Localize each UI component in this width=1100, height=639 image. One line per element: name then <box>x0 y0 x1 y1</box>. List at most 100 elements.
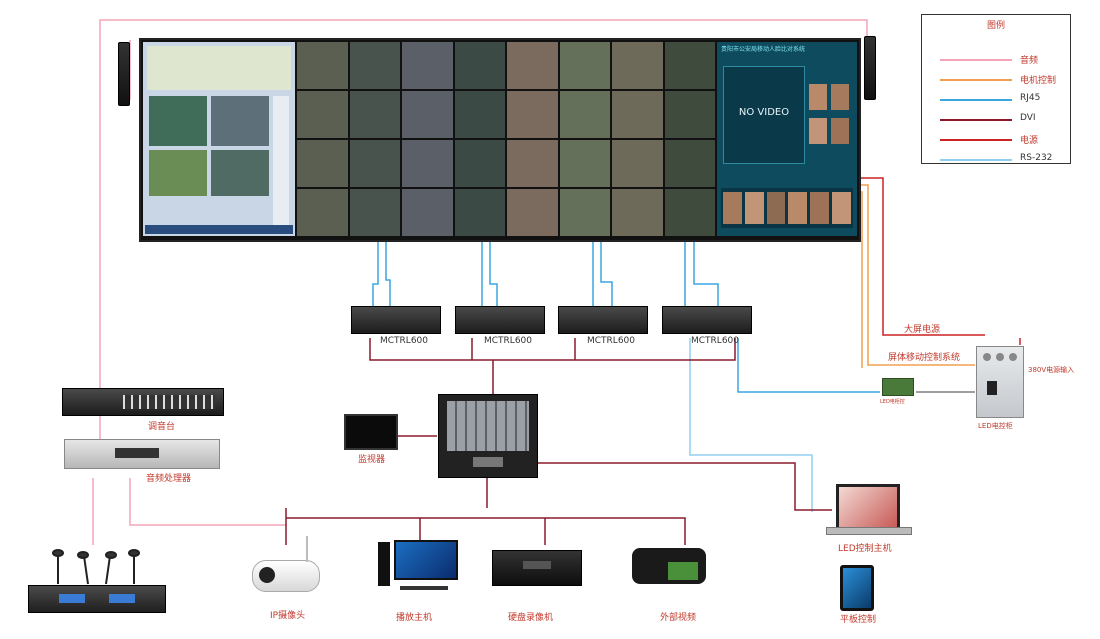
face-thumb <box>831 118 849 144</box>
rs232-line <box>689 338 813 512</box>
motor-control-lines <box>851 184 975 368</box>
audio-processor-label: 音频处理器 <box>146 474 192 484</box>
camera-feed-tile <box>454 91 505 138</box>
legend-row: RJ45 <box>940 93 1062 107</box>
matrix-switcher <box>438 394 538 478</box>
power-lines <box>858 177 1021 345</box>
rj45-lines <box>372 240 880 393</box>
face-recognition-panel: 贵阳市公安局移动人脸比对系统 NO VIDEO <box>717 42 857 236</box>
no-video-text: NO VIDEO <box>738 107 790 118</box>
legend-label: RS-232 <box>1020 153 1053 163</box>
power-line-label: 大屏电源 <box>904 325 941 335</box>
legend-label: 电源 <box>1020 136 1039 146</box>
motor-system-label: 屏体移动控制系统 <box>888 353 961 363</box>
legend-row: 音频 <box>940 53 1062 67</box>
wireless-microphone-receiver <box>28 585 166 613</box>
relay-board <box>882 378 914 396</box>
camera-feed-tile <box>297 189 348 236</box>
pc-tower <box>378 542 390 586</box>
camera-feed-tile <box>612 91 663 138</box>
legend-title: 图例 <box>986 21 1005 31</box>
camera-feed-tile <box>402 189 453 236</box>
camcorder <box>632 548 706 584</box>
camera-feed-tile <box>559 91 610 138</box>
camera-feed-tile <box>454 140 505 187</box>
camera-feed-tile <box>349 140 400 187</box>
camera-feed-tile <box>507 42 558 89</box>
legend-label: 电机控制 <box>1020 76 1057 86</box>
dvi-lines <box>285 338 832 545</box>
camera-feed-tile <box>349 42 400 89</box>
processor-label-1: MCTRL600 <box>380 336 428 346</box>
legend-swatch <box>940 119 1012 121</box>
processor-label-2: MCTRL600 <box>484 336 532 346</box>
camera-feed-tile <box>297 42 348 89</box>
legend-row: RS-232 <box>940 153 1062 167</box>
camera-feed-tile <box>507 140 558 187</box>
legend-swatch <box>940 59 1012 61</box>
camera-feed-tile <box>454 42 505 89</box>
face-strip <box>721 188 853 228</box>
monitor-label: 监视器 <box>358 455 386 465</box>
camera-feed-tile <box>612 42 663 89</box>
mixer-label: 调音台 <box>148 422 176 432</box>
face-thumb <box>809 84 827 110</box>
ip-camera-label: IP摄像头 <box>270 611 306 621</box>
relay-label: LED电柜控 <box>880 399 905 405</box>
camera-feed-tile <box>612 140 663 187</box>
no-video-pane: NO VIDEO <box>723 66 805 164</box>
recorder <box>492 550 582 586</box>
left-speaker <box>118 42 130 106</box>
gis-map-panel <box>143 42 295 236</box>
camera-feed-tile <box>664 91 715 138</box>
face-thumb <box>809 118 827 144</box>
ip-camera <box>252 560 320 592</box>
legend-row: DVI <box>940 113 1062 127</box>
camera-feed-tile <box>559 189 610 236</box>
laptop-screen <box>836 484 900 527</box>
camera-feed-tile <box>349 189 400 236</box>
camera-feed-tile <box>507 91 558 138</box>
audio-lines <box>92 19 868 545</box>
face-thumb <box>831 84 849 110</box>
right-speaker <box>864 36 876 100</box>
camcorder-label: 外部视频 <box>660 613 697 623</box>
legend-swatch <box>940 79 1012 81</box>
legend-row: 电源 <box>940 133 1062 147</box>
microphone-antennas <box>52 549 140 585</box>
recorder-label: 硬盘录像机 <box>508 613 554 623</box>
legend-swatch <box>940 159 1012 161</box>
legend-swatch <box>940 139 1012 141</box>
legend-swatch <box>940 99 1012 101</box>
camera-feed-tile <box>454 189 505 236</box>
monitor <box>344 414 398 450</box>
camera-feed-tile <box>402 140 453 187</box>
camera-feed-tile <box>402 91 453 138</box>
camera-feed-tile <box>297 91 348 138</box>
camera-feed-tile <box>612 189 663 236</box>
pc-label: 播放主机 <box>396 613 433 623</box>
processor-2 <box>455 306 545 334</box>
camera-feed-tile <box>349 91 400 138</box>
processor-4 <box>662 306 752 334</box>
camera-feed-tile <box>297 140 348 187</box>
mixer <box>62 388 224 416</box>
video-wall: 贵阳市公安局移动人脸比对系统 NO VIDEO <box>139 38 861 242</box>
laptop-base <box>826 527 912 535</box>
camera-feed-tile <box>507 189 558 236</box>
cabinet-label: LED电控柜 <box>978 422 1013 430</box>
legend-row: 电机控制 <box>940 73 1062 87</box>
tablet-label: 平板控制 <box>840 615 877 625</box>
camera-feed-tile <box>664 42 715 89</box>
processor-1 <box>351 306 441 334</box>
legend-label: 音频 <box>1020 56 1039 66</box>
pc-monitor <box>394 540 458 580</box>
camera-grid <box>297 42 715 236</box>
camera-feed-tile <box>559 42 610 89</box>
legend-label: DVI <box>1020 113 1036 123</box>
camera-feed-tile <box>402 42 453 89</box>
processor-label-3: MCTRL600 <box>587 336 635 346</box>
processor-3 <box>558 306 648 334</box>
